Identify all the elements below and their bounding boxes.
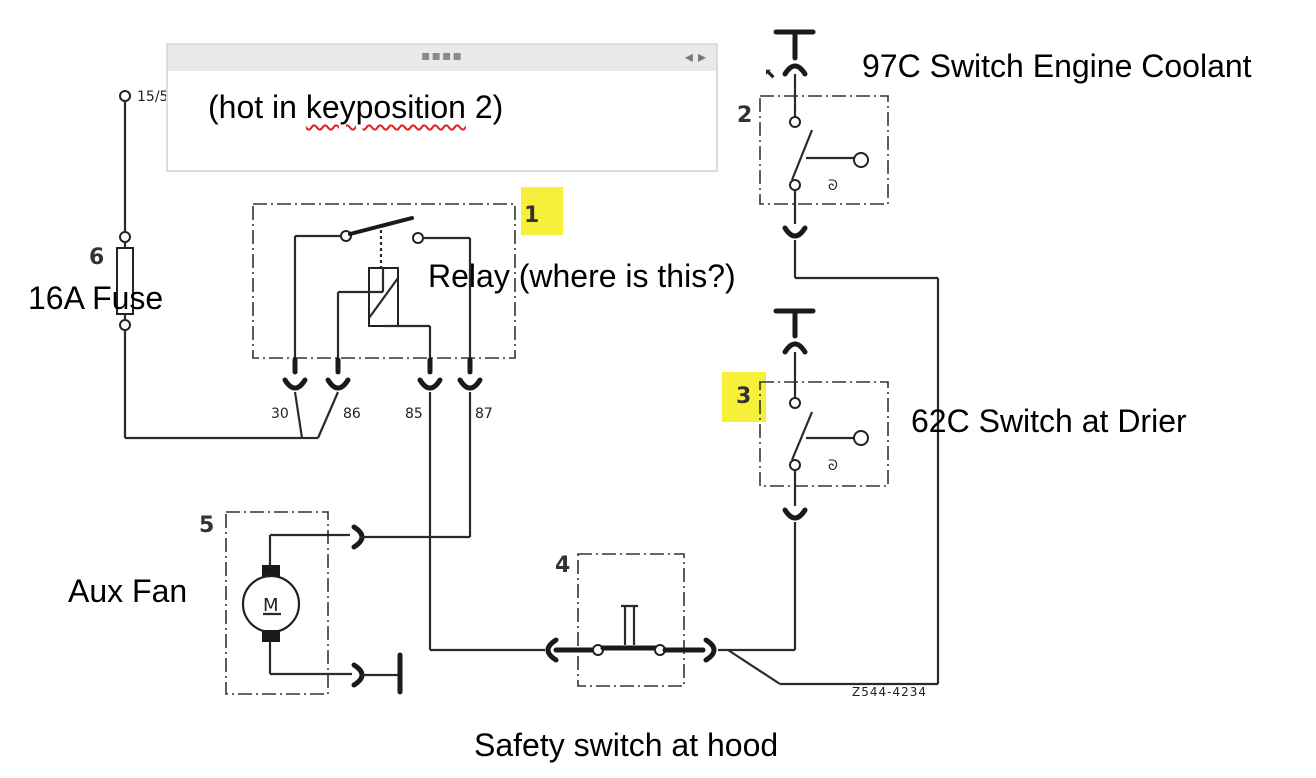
switch97-annotation: 97C Switch Engine Coolant (862, 48, 1252, 84)
highlight-switch62-number (722, 372, 766, 422)
pin-87-label: 87 (475, 406, 493, 422)
sticky-note[interactable]: ▪▪▪▪ ◂ ▸ (hot in keyposition 2) (166, 43, 718, 172)
fan-annotation: Aux Fan (68, 573, 187, 609)
grip-icon[interactable]: ▪▪▪▪ (421, 48, 463, 64)
relay (252, 203, 516, 650)
supply-and-fuse (116, 90, 302, 440)
switch-97c: ᘐ ⬉ (759, 29, 940, 684)
relay-annotation: Relay (where is this?) (428, 258, 736, 294)
drawing-code: Z544-4234 (852, 685, 927, 699)
switch-62c: ᘐ (759, 308, 889, 650)
highlight-relay-number (521, 187, 563, 235)
switch97-number: 2 (737, 103, 752, 128)
safety-annotation: Safety switch at hood (474, 727, 778, 763)
svg-text:ᘐ: ᘐ (828, 458, 838, 474)
fuse-number: 6 (89, 245, 104, 270)
note-text-after: 2) (465, 89, 504, 125)
switch62-annotation: 62C Switch at Drier (911, 403, 1187, 439)
pin-30-label: 30 (271, 406, 289, 422)
safety-switch (430, 553, 938, 687)
aux-fan (225, 511, 472, 695)
switch62-number: 3 (736, 384, 751, 409)
fan-number: 5 (199, 513, 214, 538)
relay-number: 1 (524, 203, 539, 228)
svg-text:⬉: ⬉ (764, 66, 776, 82)
motor-label: M (263, 595, 279, 616)
fuse-annotation: 16A Fuse (28, 280, 163, 316)
note-text[interactable]: (hot in keyposition 2) (208, 89, 503, 126)
note-text-before: (hot in (208, 89, 306, 125)
svg-text:ᘐ: ᘐ (828, 178, 838, 194)
resize-arrows-icon[interactable]: ◂ ▸ (684, 47, 706, 66)
note-misspelled-word: keyposition (305, 89, 466, 125)
pin-85-label: 85 (405, 406, 423, 422)
safety-number: 4 (555, 553, 570, 578)
pin-86-label: 86 (343, 406, 361, 422)
note-drag-handle[interactable]: ▪▪▪▪ ◂ ▸ (168, 45, 716, 71)
